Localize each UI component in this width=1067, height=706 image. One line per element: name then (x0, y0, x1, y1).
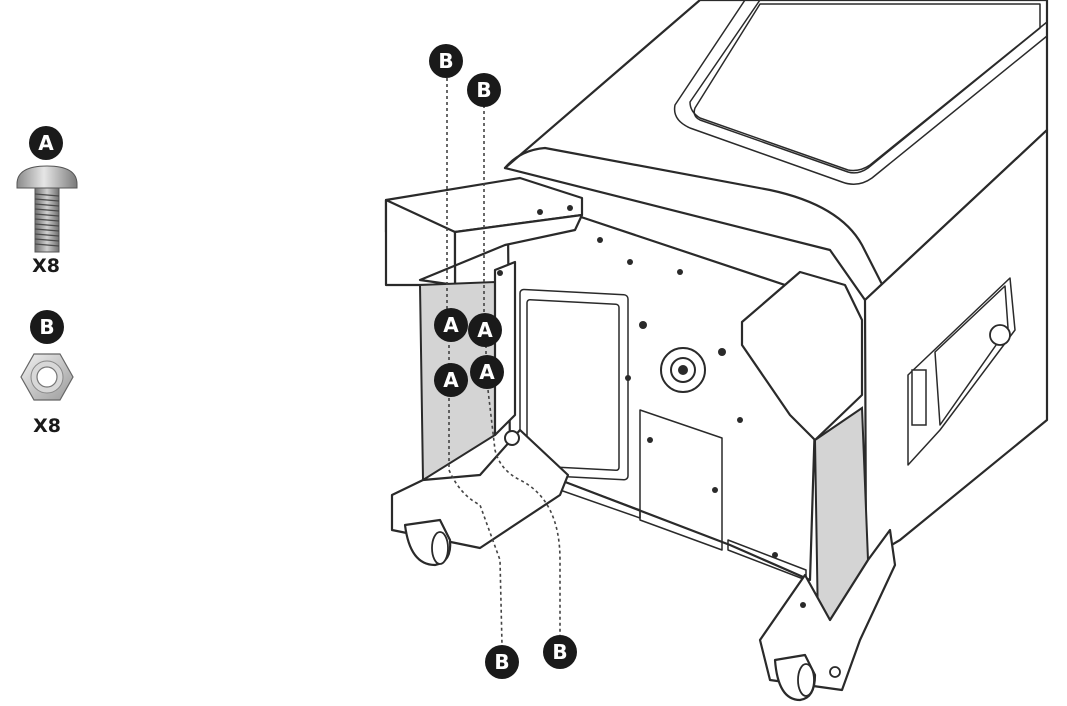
hex-nut-icon (20, 353, 74, 401)
screen-window (693, 3, 1041, 174)
callout-b-bottom-1: B (485, 645, 519, 679)
svg-text:B: B (552, 640, 567, 664)
access-plate (639, 409, 723, 551)
svg-text:A: A (443, 313, 459, 337)
svg-text:A: A (477, 318, 493, 342)
left-leg-edge (493, 260, 517, 437)
rear-window-outer (519, 288, 629, 481)
panel-screws (597, 237, 778, 558)
right-leg-assembly (740, 270, 897, 702)
screen-frame (673, 0, 1048, 185)
guide-line-1 (446, 78, 503, 646)
callout-b-bottom-2: B (543, 635, 577, 669)
side-vent (911, 369, 927, 426)
svg-text:B: B (438, 49, 453, 73)
callout-a-1: A (434, 308, 468, 342)
callout-a-4: A (470, 355, 504, 389)
callouts: B B A A A A B B (429, 44, 577, 679)
legend-part-b: B X8 (20, 310, 74, 437)
parts-legend: A (16, 126, 78, 437)
legend-badge-a: A (38, 131, 54, 155)
side-port-box (907, 277, 1016, 466)
svg-text:B: B (476, 78, 491, 102)
svg-text:A: A (479, 360, 495, 384)
right-top-bracket (740, 270, 864, 442)
svg-text:A: A (443, 368, 459, 392)
legend-qty-b: X8 (33, 415, 61, 437)
callout-a-2: A (468, 313, 502, 347)
lid-rim (503, 146, 892, 302)
machine-body (503, 0, 1049, 582)
callout-b-top-2: B (467, 73, 501, 107)
left-foot-bolt-hole (504, 430, 520, 446)
callout-b-top-1: B (429, 44, 463, 78)
legend-qty-a: X8 (32, 255, 60, 277)
side-knob (989, 324, 1011, 346)
callout-a-3: A (434, 363, 468, 397)
rear-window-inner (526, 299, 620, 472)
legend-part-a: A (16, 126, 78, 277)
svg-text:B: B (494, 650, 509, 674)
legend-badge-b: B (39, 315, 54, 339)
bolt-icon (16, 165, 78, 253)
